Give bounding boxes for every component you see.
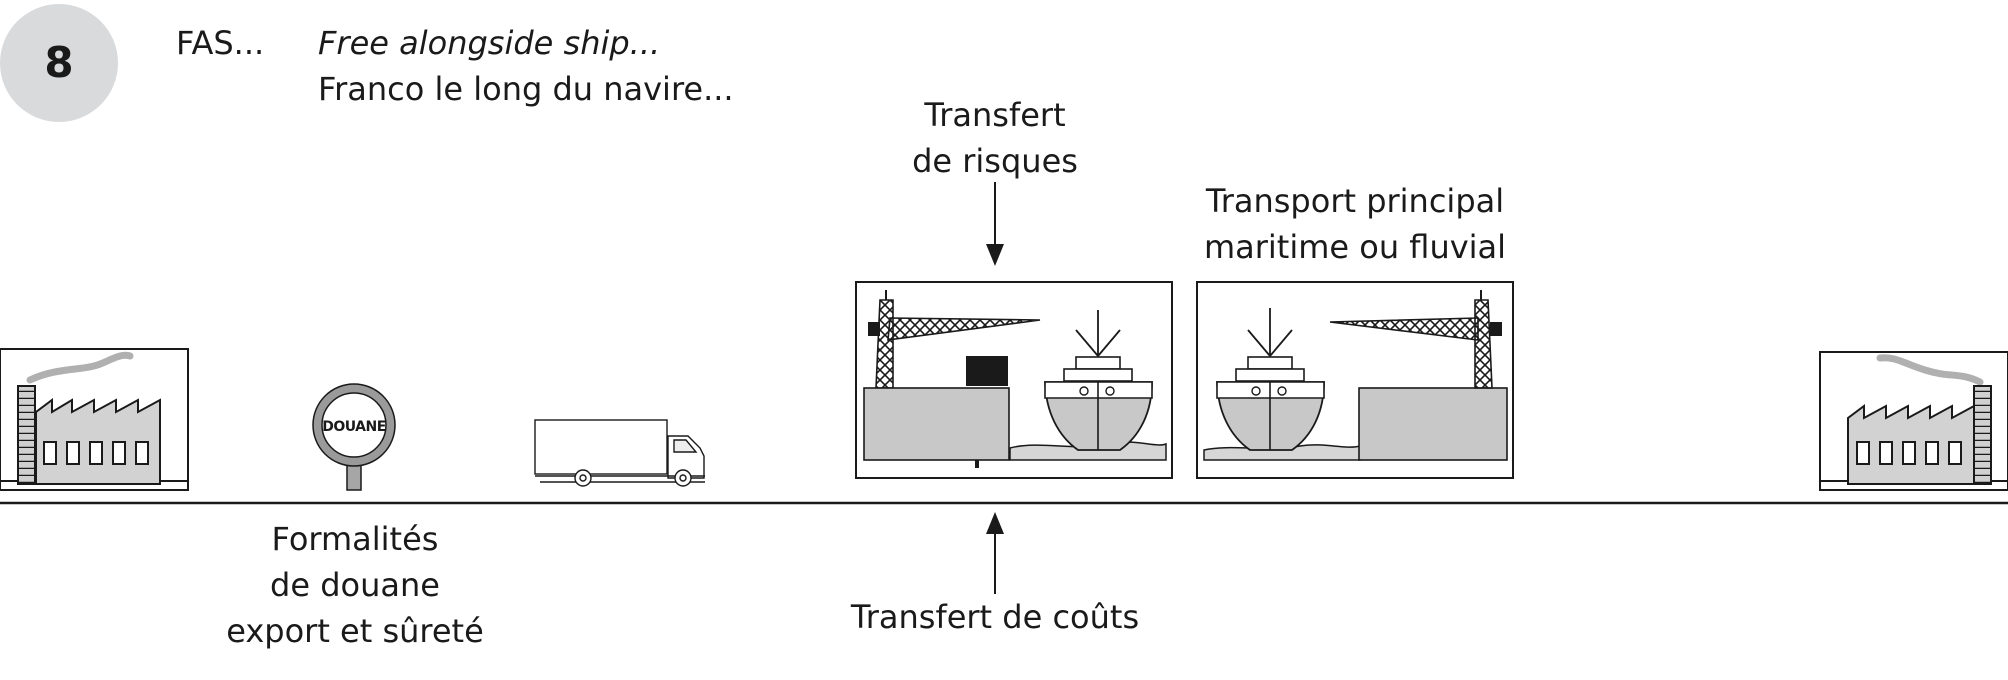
customs-line: export et sûreté <box>226 612 484 650</box>
cost-transfer-arrow <box>986 512 1004 594</box>
factory-seller-icon <box>0 348 189 491</box>
truck-icon <box>534 419 705 487</box>
customs-line: Formalités <box>271 520 439 558</box>
customs-sign-text: DOUANE <box>322 419 386 435</box>
risk-transfer-label: Transfert de risques <box>880 92 1110 184</box>
ship-crane-port-icon <box>1196 281 1514 479</box>
factory-buyer-icon <box>1819 351 2008 491</box>
main-transport-line: Transport principal <box>1205 182 1505 220</box>
incoterm-code: FAS... <box>176 24 265 62</box>
customs-sign-icon: DOUANE <box>312 383 396 491</box>
step-number: 8 <box>44 38 74 87</box>
customs-line: de douane <box>270 566 440 604</box>
risk-transfer-line: de risques <box>912 142 1078 180</box>
incoterm-french: Franco le long du navire... <box>318 70 734 108</box>
customs-formalities-label: Formalités de douane export et sûreté <box>200 516 510 654</box>
main-transport-line: maritime ou fluvial <box>1203 228 1507 266</box>
port-crane-ship-icon <box>855 281 1173 479</box>
risk-transfer-arrow <box>986 182 1004 266</box>
risk-transfer-line: Transfert <box>924 96 1066 134</box>
incoterm-english: Free alongside ship... <box>318 24 661 62</box>
main-transport-label: Transport principal maritime ou fluvial <box>1175 178 1535 270</box>
cost-transfer-label: Transfert de coûts <box>850 598 1140 636</box>
step-badge <box>0 4 118 122</box>
